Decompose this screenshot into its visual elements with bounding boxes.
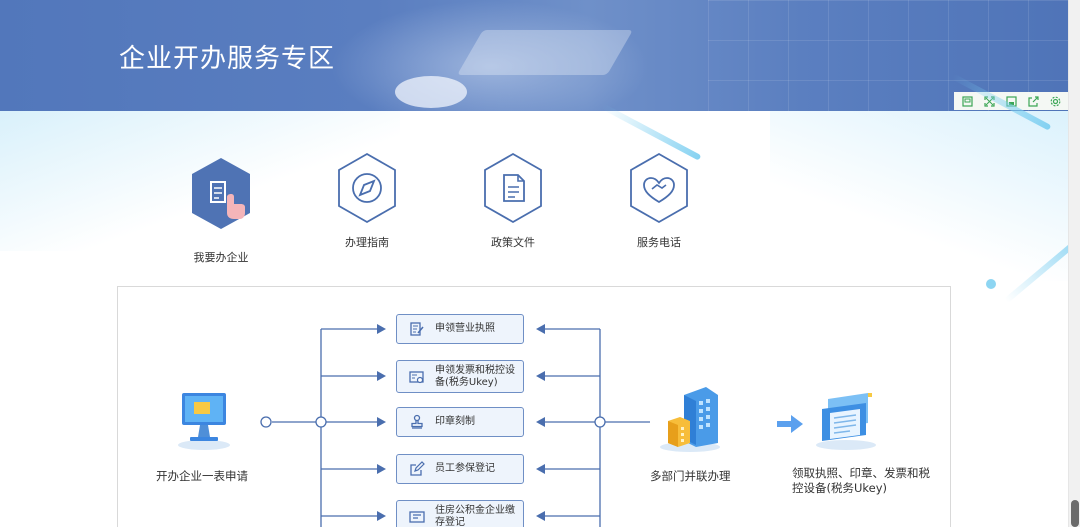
banner-glow	[330, 0, 650, 111]
decor-dot	[986, 279, 996, 289]
step-label: 员工参保登记	[435, 463, 495, 474]
nav-item-policy[interactable]: 政策文件	[458, 152, 568, 250]
document-icon	[484, 152, 542, 224]
step-housing-fund[interactable]: 住房公积金企业缴存登记	[396, 500, 524, 527]
hand-pointer-icon	[192, 158, 250, 229]
nav-item-service-phone[interactable]: 服务电话	[604, 152, 714, 250]
step-employee-insurance[interactable]: 员工参保登记	[396, 454, 524, 484]
process-start-label: 开办企业一表申请	[156, 469, 248, 483]
nav-item-guide[interactable]: 办理指南	[312, 152, 422, 250]
form-icon	[409, 510, 425, 523]
decor-gradient-right	[770, 111, 1068, 281]
process-parallel-label: 多部门并联办理	[650, 469, 731, 483]
edit-doc-icon	[410, 322, 424, 336]
nav-label: 政策文件	[491, 236, 535, 249]
save-page-icon[interactable]	[959, 94, 975, 108]
nav-label: 办理指南	[345, 236, 389, 249]
banner-mouse-image	[395, 76, 467, 108]
pen-square-icon	[410, 461, 425, 476]
compass-icon	[338, 152, 396, 224]
page-title: 企业开办服务专区	[119, 44, 336, 74]
documents-illustration	[816, 393, 876, 450]
step-label: 申领发票和税控设备(税务Ukey)	[435, 364, 515, 388]
settings-icon[interactable]	[1047, 94, 1063, 108]
scrollbar-thumb[interactable]	[1071, 500, 1079, 527]
step-seal-carving[interactable]: 印章刻制	[396, 407, 524, 437]
nav-item-start-business[interactable]: 我要办企业	[166, 155, 276, 265]
step-business-license[interactable]: 申领营业执照	[396, 314, 524, 344]
banner-keyboard-image	[457, 30, 633, 75]
process-panel: 开办企业一表申请 申领营业执照 申领发票和税控设备(税务Ukey) 印章刻制 员…	[117, 286, 951, 527]
step-label: 申领营业执照	[435, 323, 495, 334]
process-result-label: 领取执照、印章、发票和税控设备(税务Ukey)	[792, 466, 930, 495]
header-banner: 企业开办服务专区	[0, 0, 1068, 111]
flow-connectors	[260, 324, 650, 527]
invoice-icon	[409, 370, 424, 383]
step-label: 住房公积金企业缴存登记	[435, 504, 515, 527]
nav-label: 我要办企业	[193, 251, 249, 264]
stamp-icon	[411, 414, 423, 429]
handshake-heart-icon	[630, 152, 688, 224]
step-invoice-ukey[interactable]: 申领发票和税控设备(税务Ukey)	[396, 360, 524, 393]
computer-illustration	[178, 393, 230, 450]
step-label: 印章刻制	[435, 416, 475, 427]
arrow-right-icon	[777, 415, 803, 433]
page-scrollbar[interactable]	[1068, 0, 1080, 527]
nav-label: 服务电话	[637, 236, 681, 249]
share-icon[interactable]	[1025, 94, 1041, 108]
buildings-illustration	[660, 387, 720, 452]
